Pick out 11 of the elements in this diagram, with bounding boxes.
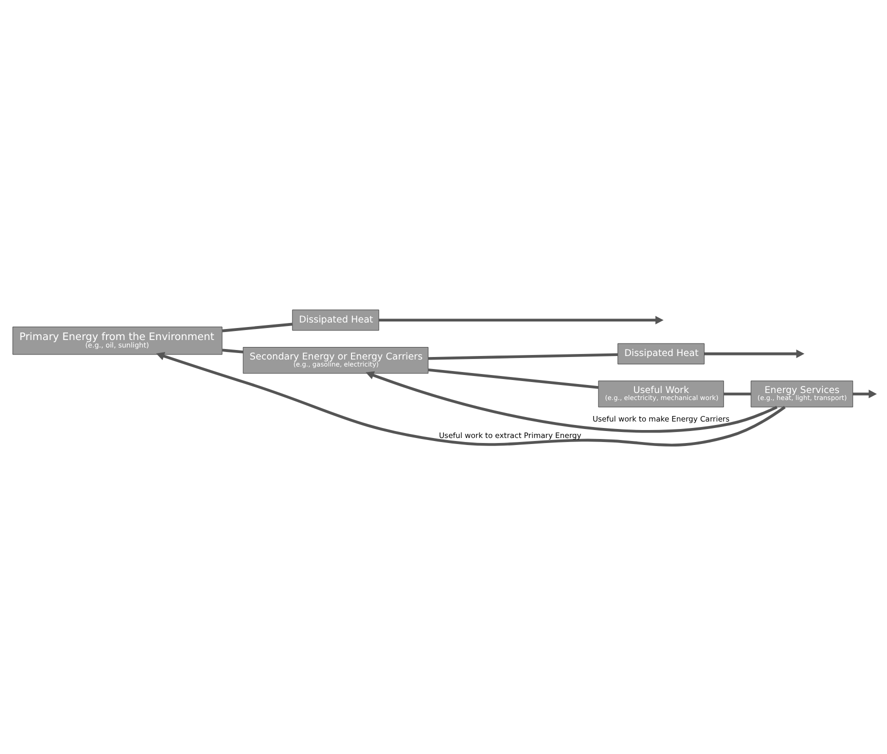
arrow	[378, 315, 664, 324]
connector	[724, 392, 751, 395]
connector	[428, 368, 599, 388]
arrow	[853, 389, 877, 398]
connector	[222, 322, 293, 332]
node-box: Dissipated Heat	[618, 342, 704, 364]
connector	[222, 348, 244, 353]
node-box: Dissipated Heat	[292, 309, 380, 330]
arrow	[366, 370, 778, 432]
arrow	[156, 352, 786, 446]
connector	[428, 352, 618, 360]
